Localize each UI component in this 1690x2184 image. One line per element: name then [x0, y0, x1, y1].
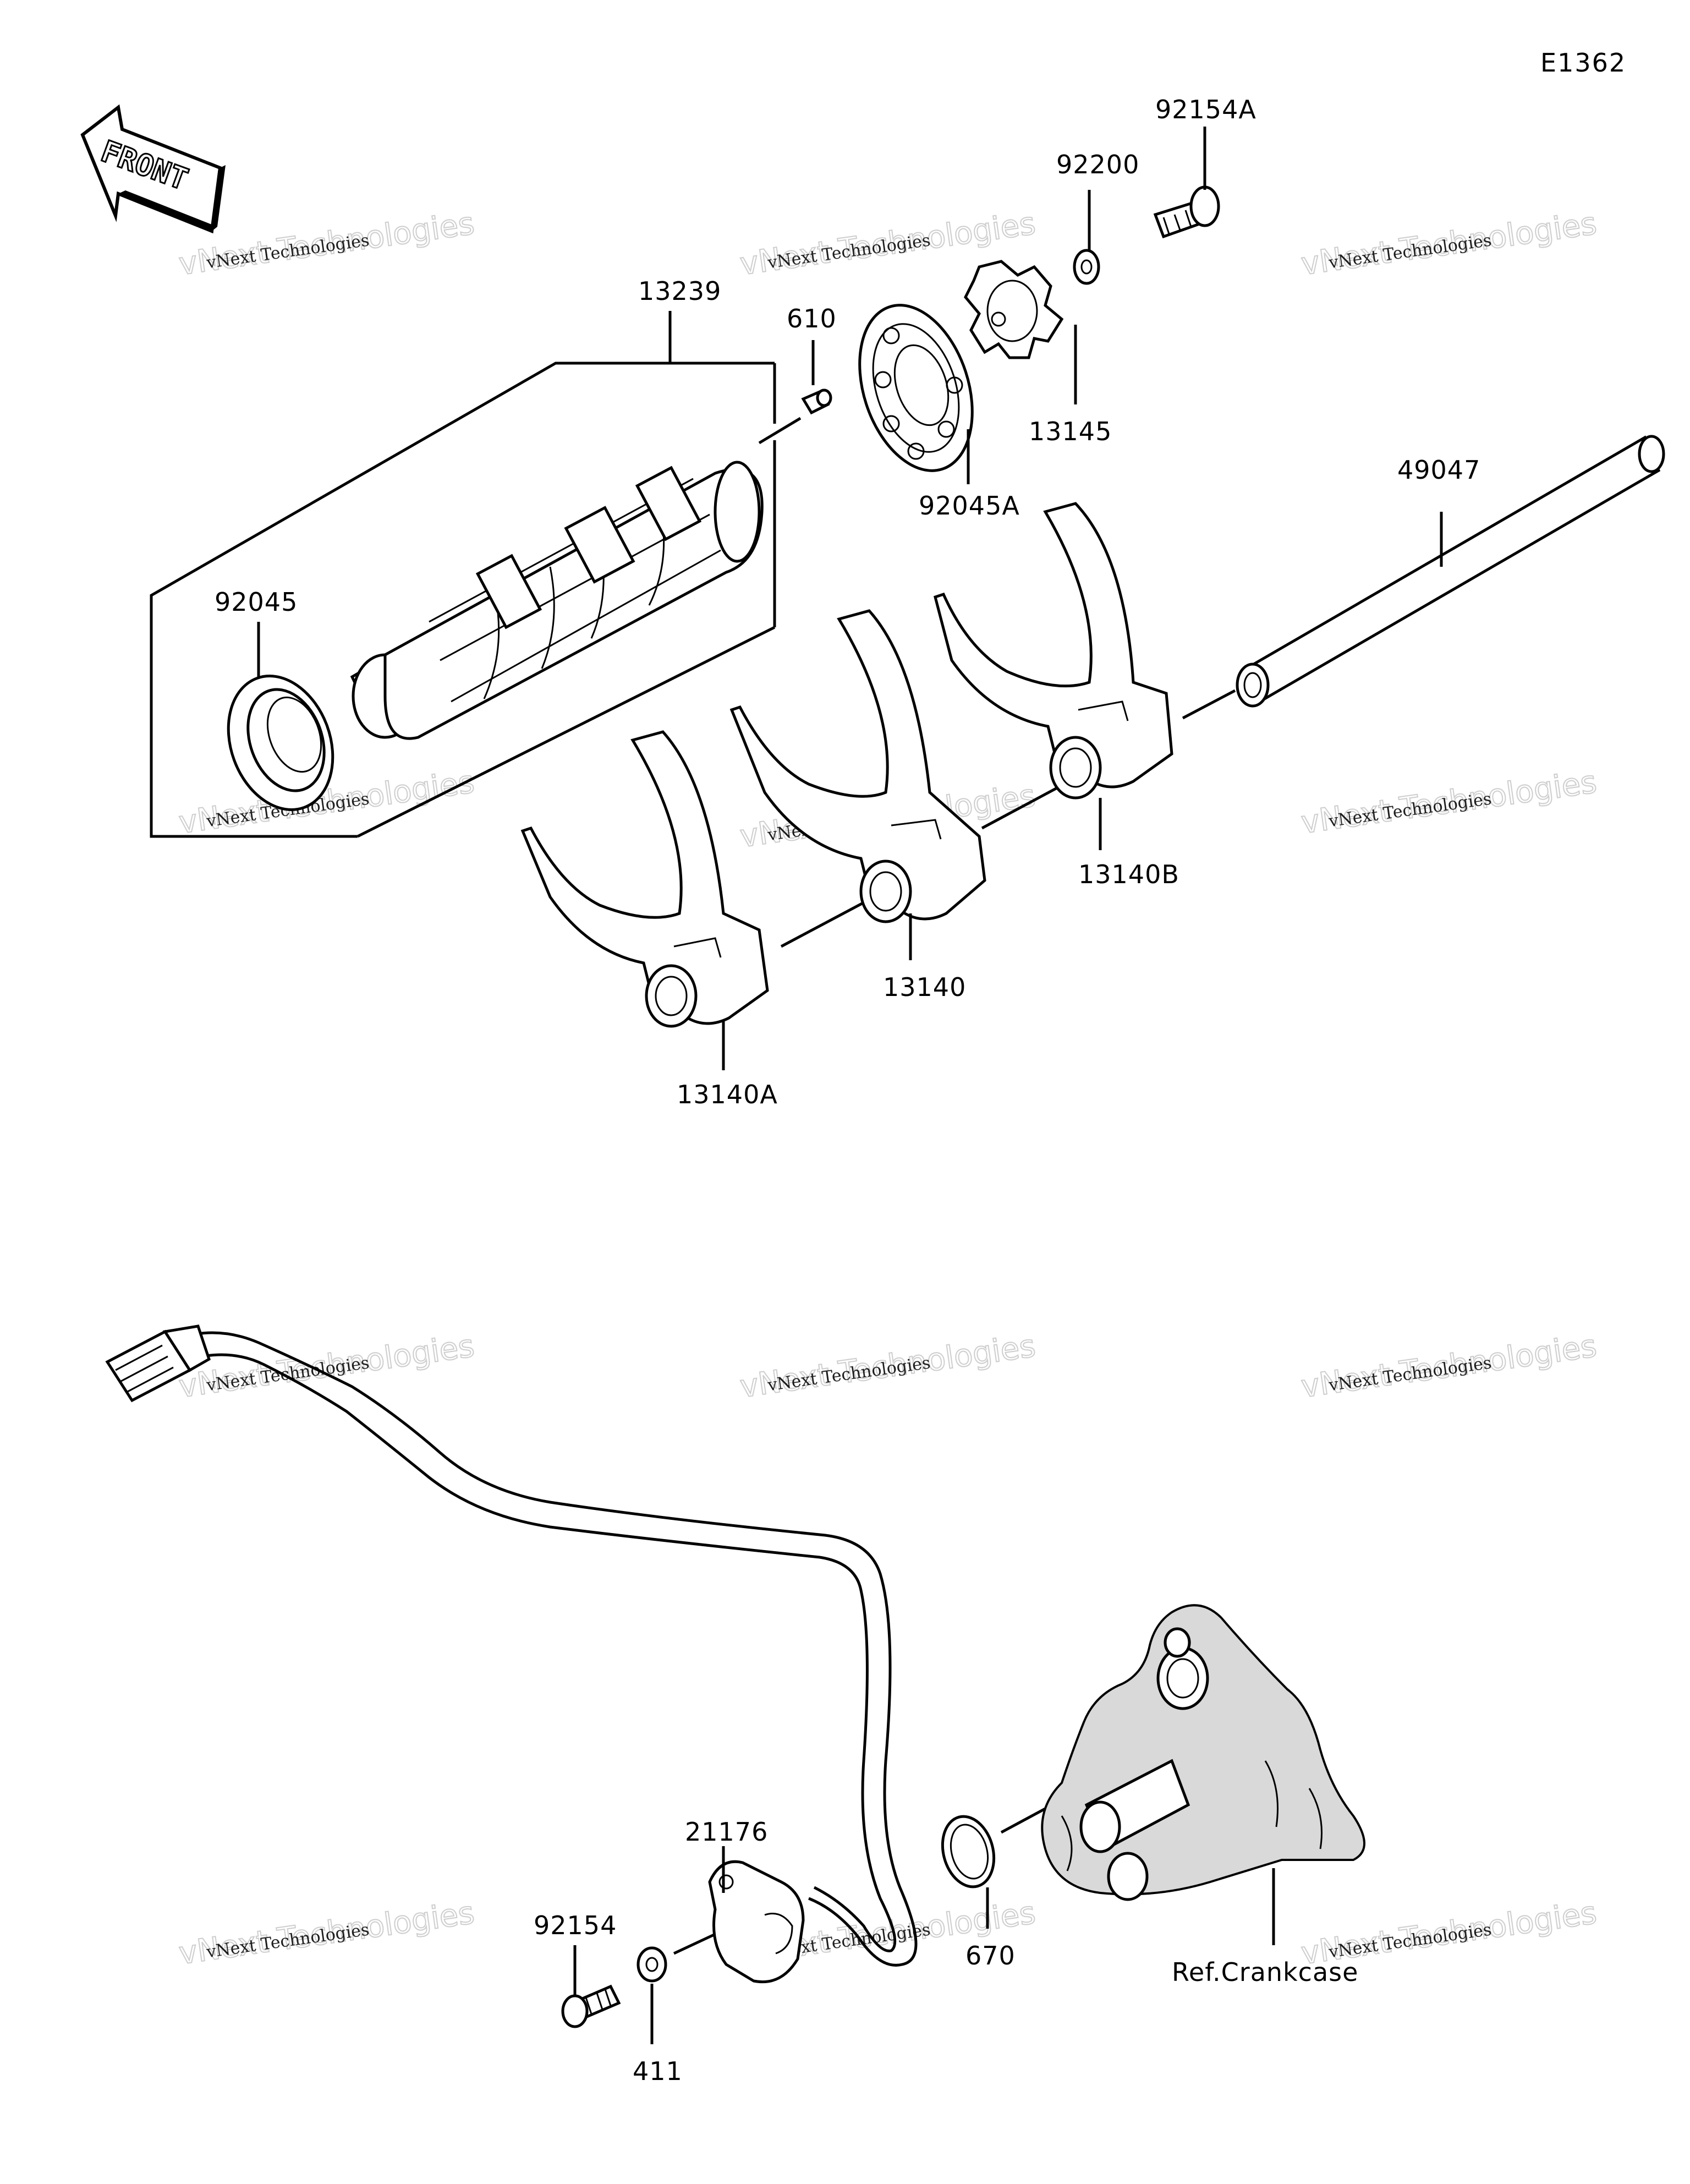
label-13145: 13145: [1029, 417, 1112, 446]
label-ref-crankcase: Ref.Crankcase: [1172, 1957, 1358, 1987]
gear-position-sensor: [708, 1860, 805, 1984]
bolt-92154A: [1153, 185, 1220, 239]
label-13140A: 13140A: [677, 1080, 778, 1109]
sensor-connector: [105, 1324, 211, 1403]
label-92154A: 92154A: [1155, 95, 1256, 124]
crankcase-reference: [1041, 1604, 1365, 1901]
shift-drum: [350, 461, 764, 740]
shift-drum-assembly-bracket: [150, 311, 776, 838]
sensor-harness: [181, 1331, 918, 1967]
diagram-id: E1362: [1540, 48, 1626, 78]
label-411: 411: [633, 2056, 683, 2086]
label-49047: 49047: [1397, 455, 1480, 485]
washer-411: [637, 1946, 667, 1983]
label-13140B: 13140B: [1078, 860, 1179, 889]
pin: [801, 388, 832, 415]
shift-fork-13140A: [520, 730, 769, 1028]
o-ring-670: [941, 1815, 996, 1889]
label-92045: 92045: [215, 587, 298, 617]
shift-fork-13140: [729, 609, 986, 923]
washer-92200: [1073, 249, 1100, 285]
bolt-92154: [561, 1984, 621, 2028]
label-92045A: 92045A: [919, 491, 1020, 521]
label-92200: 92200: [1056, 150, 1139, 179]
shift-drum-cam: [964, 260, 1064, 359]
front-arrow-icon: FRONT: [80, 104, 226, 234]
label-13140: 13140: [883, 972, 966, 1002]
label-670: 670: [965, 1941, 1016, 1970]
label-92154: 92154: [534, 1911, 617, 1940]
shift-fork-13140B: [933, 502, 1173, 800]
ball-bearing-92045A: [858, 304, 974, 472]
label-21176: 21176: [685, 1817, 768, 1847]
shift-rod: [1236, 435, 1665, 708]
label-610: 610: [787, 304, 837, 333]
bearing-92045: [227, 675, 334, 811]
label-13239: 13239: [638, 276, 721, 306]
